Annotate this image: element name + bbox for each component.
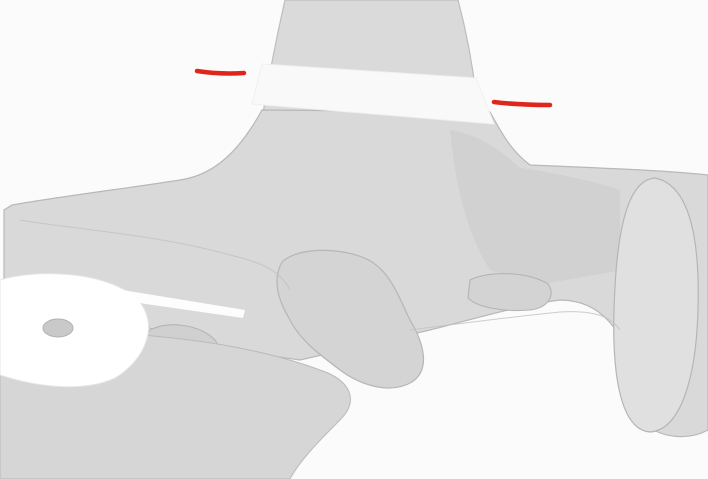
disc-center-hole [43,319,73,337]
white-disc-marker [0,274,148,387]
bone-tubercle [468,274,551,311]
bone-condyle-right [614,178,698,432]
red-marker-right [494,102,550,105]
red-marker-left [197,71,244,73]
